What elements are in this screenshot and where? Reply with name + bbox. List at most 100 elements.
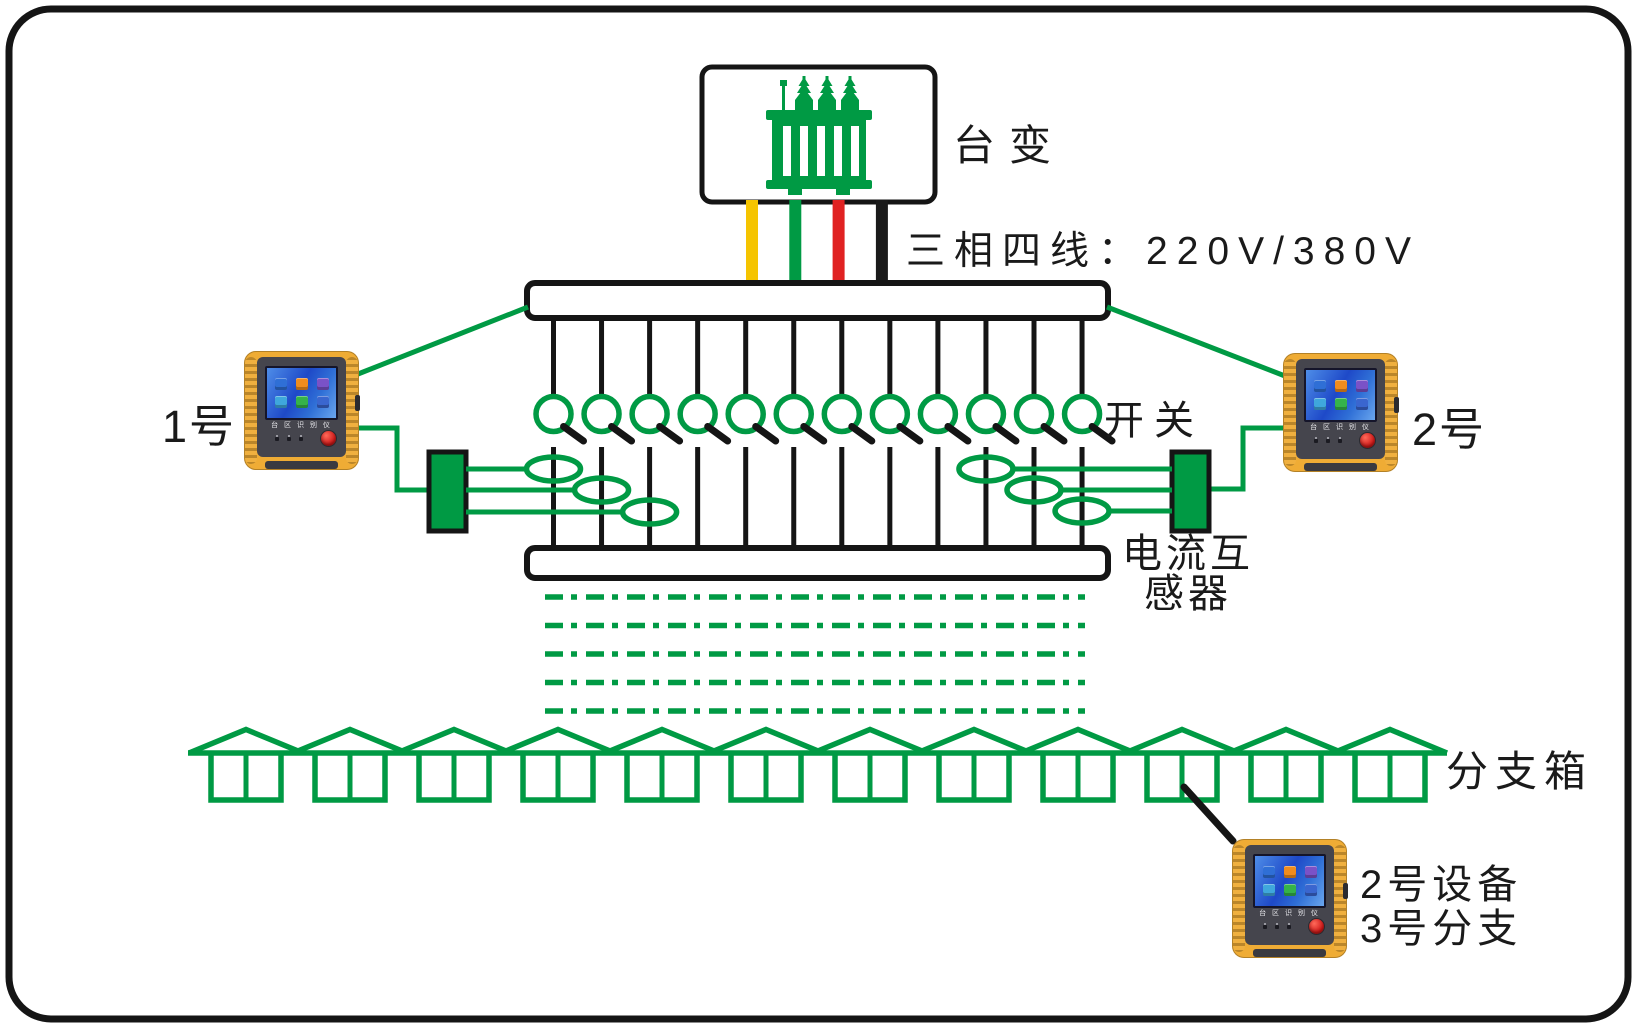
- app-icon: [295, 396, 308, 408]
- app-icon: [1313, 398, 1326, 410]
- switch-symbol: [965, 318, 1020, 548]
- switch-bank: [533, 318, 1116, 548]
- device-key-labels: 台 区 识 别 仪: [1310, 424, 1371, 431]
- bottom-device-label-line2: 3号分支: [1360, 907, 1523, 951]
- branch-box: [915, 726, 1033, 803]
- app-icon: [274, 396, 287, 408]
- feeder-dashed-lines: [545, 594, 1085, 714]
- device-indicator-lights: [1263, 925, 1291, 929]
- device-screen: [1253, 854, 1326, 908]
- branch-box: [1227, 726, 1345, 803]
- ct-coil: [619, 497, 680, 527]
- app-icon: [1355, 398, 1368, 410]
- device-rib-right: [1334, 845, 1346, 952]
- current-transformer-label-line1: 电流互: [1122, 532, 1254, 576]
- tester-device-3: 台 区 识 别 仪: [1232, 839, 1348, 958]
- app-icon: [1334, 398, 1347, 410]
- ct-coil: [1004, 475, 1064, 505]
- branch-box: [499, 726, 617, 803]
- branch-box-row: [187, 726, 1449, 803]
- switch-symbol: [581, 318, 636, 548]
- app-icon: [1262, 884, 1275, 896]
- branch-box: [1019, 726, 1137, 803]
- device-foot: [1303, 463, 1378, 471]
- current-transformer-label: 电流互 感器: [1095, 534, 1281, 614]
- branch-box: [187, 726, 305, 803]
- switch-symbol: [629, 318, 684, 548]
- device-key-labels: 台 区 识 别 仪: [1259, 910, 1320, 917]
- ct-junction-block-right: [1169, 449, 1212, 534]
- phase-wires: [746, 200, 888, 285]
- branch-box: [811, 726, 929, 803]
- branch-box-label: 分支箱: [1446, 748, 1594, 795]
- app-icon: [295, 378, 308, 390]
- bottom-device-label-line1: 2号设备: [1360, 863, 1523, 907]
- app-icon: [1355, 380, 1368, 392]
- device-screen: [265, 366, 338, 420]
- device-indicator-lights: [275, 437, 303, 441]
- switch-label: 开关: [1104, 399, 1204, 443]
- tester-device-1: 台 区 识 别 仪: [244, 351, 360, 470]
- current-transformer-label-line2: 感器: [1144, 572, 1232, 616]
- device-front-panel: 台 区 识 别 仪: [257, 357, 346, 457]
- device-foot: [1252, 949, 1327, 957]
- supply-voltage-label: 三相四线：220V/380V: [906, 230, 1421, 273]
- transformer-icon: [766, 76, 872, 195]
- device-power-button: [1309, 919, 1324, 934]
- pointer-line: [1180, 783, 1237, 845]
- device-rib-right: [1385, 359, 1397, 466]
- device-side-port: [1394, 397, 1399, 413]
- app-icon: [1304, 884, 1317, 896]
- device-rib-left: [1233, 845, 1245, 952]
- ct-assembly-right: [956, 425, 1283, 534]
- device-screen-icons: [1313, 380, 1368, 410]
- device-key-labels: 台 区 识 别 仪: [271, 422, 332, 429]
- switch-symbol: [725, 318, 780, 548]
- app-icon: [1262, 866, 1275, 878]
- switch-symbol: [869, 318, 924, 548]
- branch-box: [1123, 726, 1241, 803]
- transformer-label: 台变: [953, 122, 1066, 169]
- app-icon: [1283, 884, 1296, 896]
- device-indicator-lights: [1314, 439, 1342, 443]
- device-rib-right: [346, 357, 358, 464]
- app-icon: [1334, 380, 1347, 392]
- ct-coil: [956, 454, 1016, 484]
- device-rib-left: [245, 357, 257, 464]
- device-front-panel: 台 区 识 别 仪: [1296, 359, 1385, 459]
- branch-box: [395, 726, 513, 803]
- probe-lead-right: [1106, 304, 1286, 379]
- ct-assembly-left: [359, 425, 680, 534]
- app-icon: [316, 396, 329, 408]
- busbar-bottom: [524, 545, 1111, 581]
- switch-symbol: [773, 318, 828, 548]
- switch-symbol: [821, 318, 876, 548]
- device1-label: 1号: [162, 401, 237, 452]
- ct-junction-block-left: [426, 449, 469, 534]
- switch-symbol: [1013, 318, 1068, 548]
- ct-coil: [523, 454, 584, 484]
- device-rib-left: [1284, 359, 1296, 466]
- app-icon: [316, 378, 329, 390]
- branch-box: [603, 726, 721, 803]
- app-icon: [1283, 866, 1296, 878]
- branch-box: [1331, 726, 1449, 803]
- app-icon: [274, 378, 287, 390]
- device-screen: [1304, 368, 1377, 422]
- device-power-button: [1360, 433, 1375, 448]
- transformer-box: [699, 64, 938, 205]
- device-screen-icons: [274, 378, 329, 408]
- switch-symbol: [533, 318, 587, 548]
- device-front-panel: 台 区 识 别 仪: [1245, 845, 1334, 945]
- device-side-port: [355, 395, 360, 411]
- device-screen-icons: [1262, 866, 1317, 896]
- outer-frame-border: [5, 5, 1632, 1023]
- device-side-port: [1343, 883, 1348, 899]
- switch-symbol: [677, 318, 732, 548]
- branch-box: [291, 726, 409, 803]
- device-foot: [264, 461, 339, 469]
- app-icon: [1313, 380, 1326, 392]
- ct-coil: [1052, 496, 1112, 526]
